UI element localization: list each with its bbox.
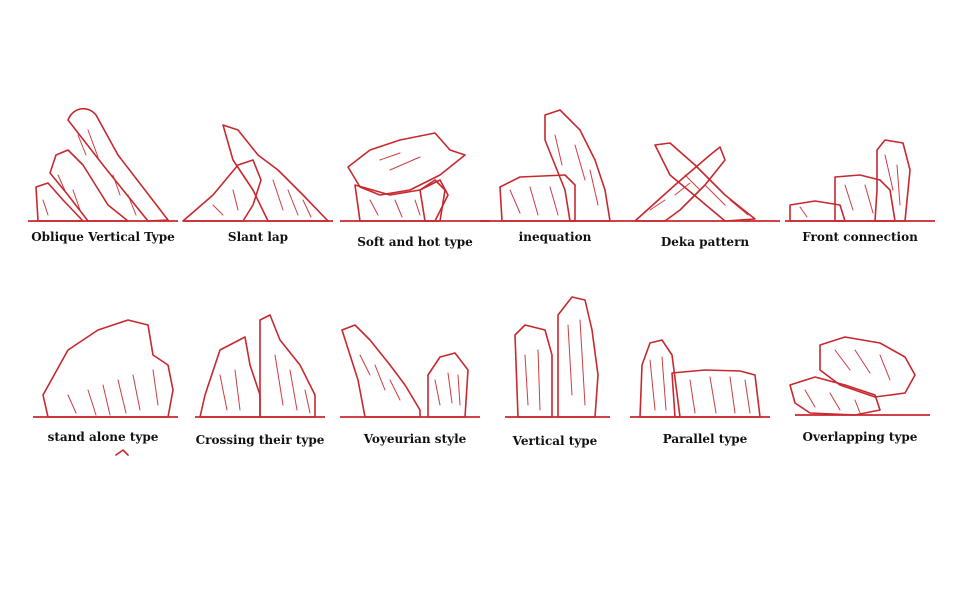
crossing-drawing	[195, 314, 325, 418]
figure-vertical: Vertical type	[480, 295, 630, 485]
vertical-drawing	[505, 296, 610, 418]
label-oblique-vertical: Oblique Vertical Type	[31, 230, 175, 244]
deka-drawing	[630, 142, 780, 222]
figure-deka: Deka pattern	[630, 95, 780, 285]
figure-voyeurian: Voyeurian style	[340, 295, 490, 485]
figure-parallel: Parallel type	[630, 295, 780, 485]
inequation-drawing	[480, 109, 630, 222]
slant-lap-drawing	[182, 124, 333, 222]
label-vertical: Vertical type	[512, 434, 598, 448]
label-soft-hot: Soft and hot type	[357, 235, 473, 249]
figure-inequation: inequation	[480, 95, 630, 285]
figure-slant-lap: Slant lap	[182, 95, 333, 285]
figure-oblique-vertical: Oblique Vertical Type	[28, 95, 178, 285]
label-voyeurian: Voyeurian style	[363, 432, 467, 446]
label-stand-alone: stand alone type	[47, 430, 159, 444]
figure-overlapping: Overlapping type	[785, 295, 935, 485]
label-parallel: Parallel type	[662, 432, 748, 446]
soft-hot-drawing	[340, 132, 490, 222]
label-slant-lap: Slant lap	[227, 230, 289, 244]
overlapping-drawing	[789, 336, 930, 416]
figure-front-connection: Front connection	[785, 95, 935, 285]
parallel-drawing	[630, 339, 770, 418]
figure-stand-alone: stand alone type	[28, 295, 178, 485]
voyeurian-drawing	[340, 324, 480, 418]
label-front-connection: Front connection	[802, 230, 918, 244]
stand-alone-drawing	[33, 319, 178, 456]
label-crossing: Crossing their type	[195, 433, 325, 447]
figure-soft-hot: Soft and hot type	[340, 95, 490, 285]
label-inequation: inequation	[518, 230, 592, 244]
oblique-vertical-drawing	[28, 107, 178, 222]
figure-crossing: Crossing their type	[185, 295, 335, 485]
label-overlapping: Overlapping type	[802, 430, 918, 444]
label-deka: Deka pattern	[660, 235, 750, 249]
front-connection-drawing	[785, 139, 935, 222]
